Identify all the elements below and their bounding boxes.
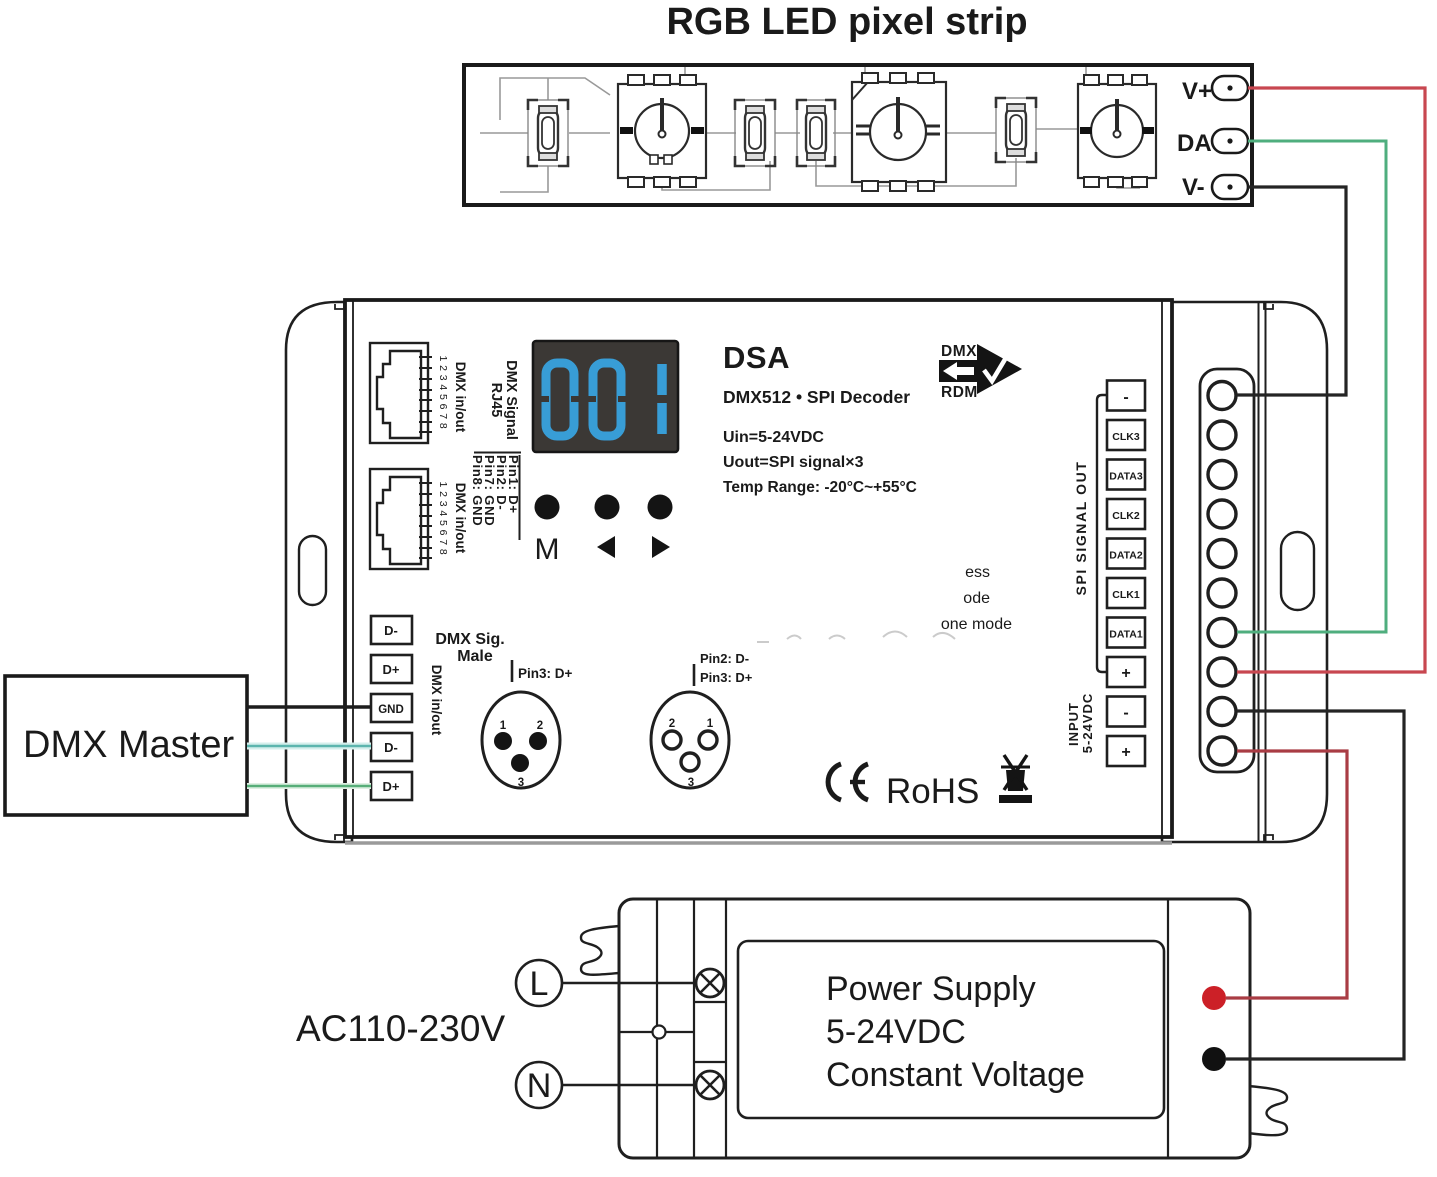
svg-text:DMX in/out: DMX in/out [429,665,444,736]
svg-text:DATA1: DATA1 [1109,629,1143,641]
svg-text:DATA2: DATA2 [1109,550,1143,562]
svg-text:RGB LED pixel strip: RGB LED pixel strip [666,1,1027,43]
svg-text:Constant Voltage: Constant Voltage [826,1056,1085,1094]
svg-text:DATA3: DATA3 [1109,471,1143,483]
svg-text:Pin8: GND: Pin8: GND [470,455,485,526]
svg-text:L: L [530,965,549,1003]
svg-text:Temp Range: -20°C~+55°C: Temp Range: -20°C~+55°C [723,479,917,496]
svg-text:INPUT: INPUT [1066,702,1081,746]
svg-text:DMX in/out: DMX in/out [453,483,468,554]
svg-text:DMX512 • SPI Decoder: DMX512 • SPI Decoder [723,387,910,407]
svg-text:-: - [1123,389,1128,406]
svg-text:12345678: 12345678 [437,481,449,558]
svg-text:one mode: one mode [941,616,1012,633]
svg-text:1: 1 [500,720,507,732]
svg-text:12345678: 12345678 [437,355,449,432]
svg-text:CLK3: CLK3 [1112,431,1140,443]
svg-text:V-: V- [1182,174,1205,201]
svg-text:D-: D- [384,740,398,755]
svg-text:GND: GND [378,704,404,716]
svg-text:RDM: RDM [941,384,978,401]
svg-text:RoHS: RoHS [886,772,979,811]
svg-text:DMX in/out: DMX in/out [453,362,468,433]
svg-text:D+: D+ [383,662,400,677]
svg-text:DSA: DSA [723,340,790,375]
svg-text:-: - [1123,705,1128,722]
svg-text:V+: V+ [1182,78,1212,105]
svg-text:Pin2: D-: Pin2: D- [494,455,509,511]
svg-text:DMX: DMX [941,343,977,360]
svg-text:AC110-230V: AC110-230V [296,1008,505,1049]
svg-text:Power Supply: Power Supply [826,970,1036,1008]
svg-text:RJ45: RJ45 [488,383,504,418]
svg-text:ode: ode [963,590,990,607]
svg-text:DMX Signal: DMX Signal [503,360,519,440]
svg-text:3: 3 [518,777,524,789]
svg-text:Uout=SPI signal×3: Uout=SPI signal×3 [723,454,864,471]
svg-text:DA: DA [1177,130,1212,157]
svg-text:CLK1: CLK1 [1112,589,1140,601]
svg-text:DMX Sig.: DMX Sig. [435,631,504,648]
svg-text:5-24VDC: 5-24VDC [826,1013,966,1051]
svg-text:5-24VDC: 5-24VDC [1080,693,1095,753]
svg-text:D+: D+ [383,779,400,794]
svg-text:Pin3: D+: Pin3: D+ [518,666,573,681]
svg-text:N: N [527,1067,552,1105]
svg-text:+: + [1121,665,1130,682]
svg-text:3: 3 [688,777,694,789]
svg-text:SPI SIGNAL OUT: SPI SIGNAL OUT [1073,461,1089,596]
svg-text:Uin=5-24VDC: Uin=5-24VDC [723,429,824,446]
svg-text:Pin1: D+: Pin1: D+ [506,455,521,514]
svg-text:Pin7: GND: Pin7: GND [482,455,497,526]
svg-text:+: + [1121,744,1130,761]
svg-text:2: 2 [669,718,675,730]
svg-text:ess: ess [965,564,990,581]
svg-text:Male: Male [457,648,493,665]
svg-text:CLK2: CLK2 [1112,510,1140,522]
svg-text:DMX Master: DMX Master [23,724,234,766]
svg-text:1: 1 [707,718,714,730]
svg-text:D-: D- [384,623,398,638]
svg-text:Pin2: D-: Pin2: D- [700,651,749,666]
svg-text:2: 2 [537,720,543,732]
svg-text:Pin3: D+: Pin3: D+ [700,670,753,685]
svg-text:M: M [535,533,560,566]
